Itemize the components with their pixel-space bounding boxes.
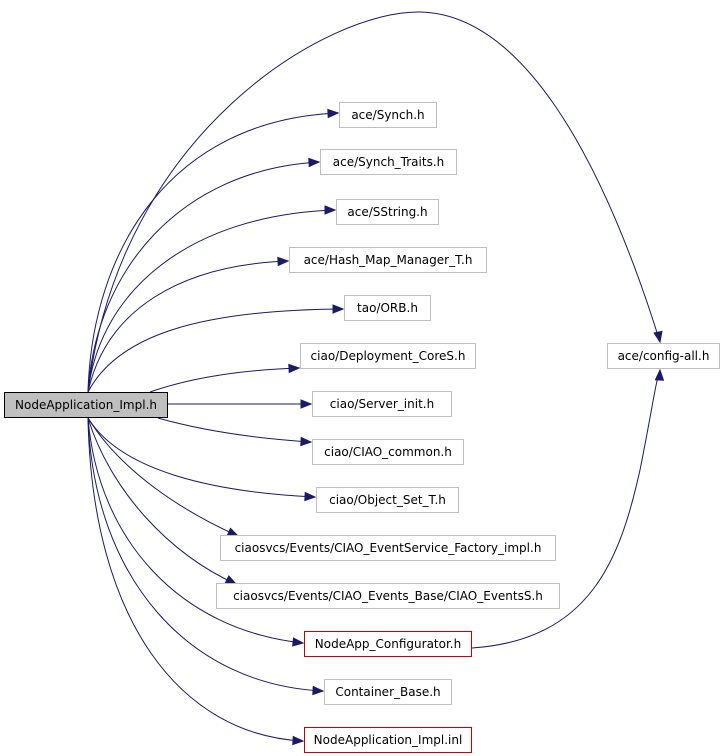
node-ciao-server-init[interactable]: ciao/Server_init.h <box>312 391 452 417</box>
edge-container-base <box>87 417 324 692</box>
root-node[interactable]: NodeApplication_Impl.h <box>4 392 168 418</box>
edge-nodeapp-configurator-arrowhead <box>292 637 305 647</box>
edge-ciaosvcs-eventservice <box>87 417 239 537</box>
node-ace-hash-map-manager[interactable]: ace/Hash_Map_Manager_T.h <box>289 247 487 273</box>
edge-ace-hash-map-manager <box>87 260 289 393</box>
node-container-base[interactable]: Container_Base.h <box>324 679 452 705</box>
edge-ciao-deployment-cores-arrowhead <box>288 363 301 374</box>
edge-ace-synch-arrowhead <box>327 108 340 119</box>
edge-ace-synch-traits-arrowhead <box>308 157 321 168</box>
edge-nodeapp-configurator <box>87 417 304 644</box>
edge-nodeapplication-inl-arrowhead <box>292 735 305 746</box>
node-ciaosvcs-eventss[interactable]: ciaosvcs/Events/CIAO_Events_Base/CIAO_Ev… <box>216 583 560 609</box>
edge-ciao-ciao-common-arrowhead <box>300 436 313 447</box>
edge-ace-synch-traits <box>87 161 320 393</box>
node-ciao-ciao-common[interactable]: ciao/CIAO_common.h <box>312 439 464 465</box>
node-ace-sstring[interactable]: ace/SString.h <box>336 199 439 225</box>
node-ace-config-all[interactable]: ace/config-all.h <box>607 343 720 369</box>
edge-ciaosvcs-eventss <box>87 417 237 585</box>
node-nodeapplication-impl-inl[interactable]: NodeApplication_Impl.inl <box>304 727 472 753</box>
edge-ciao-object-set-t <box>87 417 316 498</box>
edge-nodeapplication-inl <box>87 417 304 742</box>
edge-ace-hash-map-manager-arrowhead <box>277 256 290 267</box>
node-ace-synch-traits[interactable]: ace/Synch_Traits.h <box>320 149 457 175</box>
edge-ciao-deployment-cores <box>149 367 300 393</box>
edge-configurator-to-config <box>471 369 661 649</box>
edge-configurator-to-config-arrowhead <box>654 368 665 381</box>
node-nodeapp-configurator[interactable]: NodeApp_Configurator.h <box>304 631 472 657</box>
edge-container-base-arrowhead <box>312 685 325 696</box>
edge-ciao-server-init-arrowhead <box>300 399 313 409</box>
edge-ace-sstring <box>87 209 336 393</box>
edge-root-to-config-arrowhead <box>653 330 663 344</box>
edge-ciao-ciao-common <box>157 417 312 443</box>
node-ciao-object-set-t[interactable]: ciao/Object_Set_T.h <box>316 487 459 513</box>
edge-root-to-config <box>87 11 661 393</box>
edge-tao-orb <box>87 308 344 393</box>
edge-tao-orb-arrowhead <box>332 304 345 314</box>
node-ace-synch[interactable]: ace/Synch.h <box>339 102 437 128</box>
edge-ace-sstring-arrowhead <box>324 205 337 215</box>
node-ciaosvcs-eventservice-factory[interactable]: ciaosvcs/Events/CIAO_EventService_Factor… <box>220 535 556 561</box>
edge-ciao-object-set-t-arrowhead <box>304 491 317 502</box>
node-tao-orb[interactable]: tao/ORB.h <box>344 295 431 321</box>
node-ciao-deployment-cores[interactable]: ciao/Deployment_CoreS.h <box>300 343 476 369</box>
